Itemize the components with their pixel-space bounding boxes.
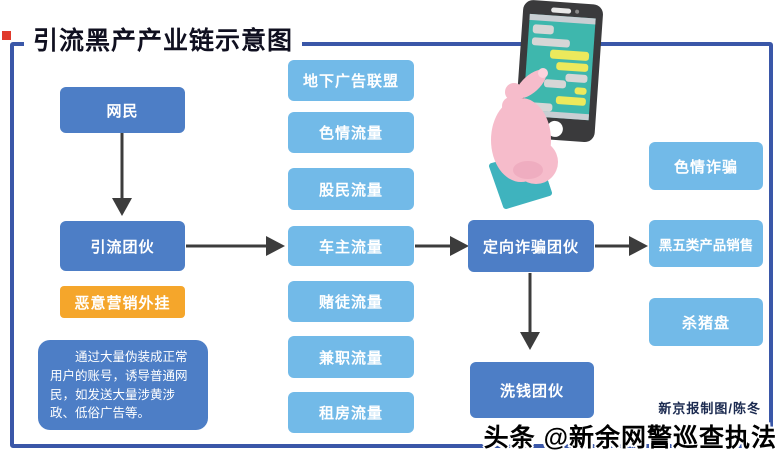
node-underground-ad-alliance: 地下广告联盟	[288, 60, 414, 101]
node-netizens: 网民	[60, 87, 185, 133]
watermark-account: @新余网警巡查执法	[543, 424, 777, 452]
watermark: 头条@新余网警巡查执法	[484, 418, 777, 454]
node-diversion-gang: 引流团伙	[60, 221, 185, 271]
speaker-bar	[551, 7, 572, 14]
node-stock-investor-traffic: 股民流量	[288, 168, 414, 210]
node-parttime-job-traffic: 兼职流量	[288, 336, 414, 378]
node-rental-traffic: 租房流量	[288, 392, 414, 433]
node-porn-traffic: 色情流量	[288, 112, 414, 153]
node-malicious-marketing-plugin: 恶意营销外挂	[60, 286, 185, 318]
red-square-marker	[2, 31, 11, 40]
description-note: 通过大量伪装成正常用户的账号，诱导普通网民，如发送大量涉黄涉政、低俗广告等。	[38, 340, 208, 430]
border-frame	[10, 42, 773, 448]
node-money-laundering-gang: 洗钱团伙	[470, 362, 594, 418]
node-gambler-traffic: 赌徒流量	[288, 281, 414, 322]
node-black-five-products-sales: 黑五类产品销售	[649, 220, 763, 267]
camera-dot	[575, 9, 580, 14]
node-porn-scam: 色情诈骗	[649, 142, 763, 190]
watermark-platform: 头条	[483, 424, 536, 452]
page-title: 引流黑产产业链示意图	[24, 25, 303, 59]
node-pig-butchering-scam: 杀猪盘	[649, 298, 763, 346]
node-targeted-fraud-gang: 定向诈骗团伙	[468, 220, 594, 272]
node-car-owner-traffic: 车主流量	[288, 226, 414, 266]
credit-line: 新京报制图/陈冬	[658, 401, 761, 416]
